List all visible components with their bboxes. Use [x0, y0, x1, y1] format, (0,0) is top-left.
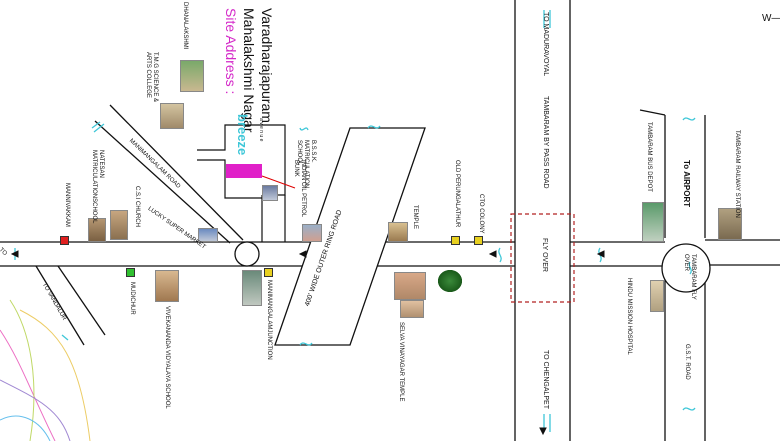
site-address-heading: Site Address : — [223, 8, 239, 95]
bypass-road-label: TAMBARAM BY PASS ROAD — [542, 96, 549, 189]
brand-logo: breeze — [235, 114, 250, 156]
selva-vinayagar-photo — [394, 272, 426, 300]
vandalur-road-edge-a — [57, 265, 106, 336]
natesan-school-label: NATESAN MATRICULATIONSCHOOL — [91, 150, 104, 224]
bus-depot-photo — [642, 202, 664, 242]
to-chengalpet-label: TO CHENGALPET — [542, 350, 549, 409]
temple-label: TEMPLE — [412, 205, 418, 230]
tmg-college-label: T.M.G SCIENCE & ARTS COLLEGE — [145, 52, 158, 103]
mudichur-marker — [126, 268, 135, 277]
site-pointer — [261, 175, 296, 189]
fly-over-label: FLY OVER — [541, 238, 548, 272]
site-road-a — [197, 124, 286, 196]
site-plot — [226, 164, 262, 178]
tree-photo — [438, 270, 462, 292]
indian-oil-photo — [302, 224, 322, 242]
mudichur-label: MUDICHUR — [129, 282, 135, 315]
dhanalakshmi-label: DHANALAKSHMI — [182, 2, 188, 50]
manimangalam-junction-label: MANIMANGALAMJUNCTION — [266, 280, 272, 360]
hindu-mission-label: HINDU MISSION HOSPITAL — [626, 278, 632, 355]
manimangalam-road-edge-a — [109, 104, 244, 241]
site-brand-photo — [262, 185, 278, 201]
old-perungalathur-marker — [451, 236, 460, 245]
cto-colony-label: CTO COLONY — [478, 194, 484, 234]
to-maduravoyal-label: TO MADURAVOYAL — [542, 12, 549, 77]
tambaram-fly-over-label: TAMBARAM FLY OVER — [683, 254, 696, 300]
site-road-b — [197, 159, 262, 199]
tmg-college-photo — [160, 103, 184, 129]
manimangalam-junction-marker — [264, 268, 273, 277]
outer-ring-road — [274, 127, 426, 346]
vivekananda-label: VIVEKANANDA VIDYALAYA SCHOOL — [164, 306, 170, 409]
brand-subtitle: a v e n u e — [258, 118, 264, 142]
direction-arrows — [10, 250, 605, 436]
compass-label: W— — [762, 13, 780, 24]
selva-vinayagar-label: SELVA VINAYAGAR TEMPLE — [398, 322, 404, 402]
roundabout — [234, 241, 260, 267]
vandalur-road-edge-b — [35, 265, 85, 346]
tambaram-bus-depot-label: TAMBARAM BUS DEPOT — [646, 122, 652, 192]
csi-church-label: C.S.I CHURCH — [134, 186, 140, 228]
airport-road-bend — [639, 109, 666, 116]
temple-photo — [388, 222, 408, 242]
selva-vinayagar-photo-2 — [400, 300, 424, 318]
tambaram-railway-label: TAMBARAM RAILWAY STATION — [734, 130, 740, 218]
fly-over-box — [510, 213, 575, 303]
indian-oil-label: INDIAN OIL PETROL BUNK — [293, 160, 306, 217]
railway-photo — [718, 208, 742, 240]
site-address-line2: Varadharajapuram — [259, 8, 275, 123]
mannivakkam-marker — [60, 236, 69, 245]
natesan-school-photo — [88, 218, 106, 242]
cto-colony-marker — [474, 236, 483, 245]
tambaram-fly-over-circle — [661, 243, 711, 293]
decorative-splash — [0, 299, 91, 441]
gst-road-label: G.S.T. ROAD — [684, 344, 690, 380]
manimangalam-road-edge-b — [94, 120, 231, 244]
dhanalakshmi-photo — [180, 60, 204, 92]
old-perungalathur-label: OLD PERUNGALATHUR — [454, 160, 460, 228]
manimangalam-junction-photo — [242, 270, 262, 306]
mannivakkam-label: MANNIVAKKAM — [64, 183, 70, 227]
csi-church-photo — [110, 210, 128, 240]
to-airport-label: To AIRPORT — [682, 160, 691, 208]
hindu-mission-photo — [650, 280, 664, 312]
vivekananda-photo — [155, 270, 179, 302]
lucky-market-photo — [198, 228, 218, 242]
